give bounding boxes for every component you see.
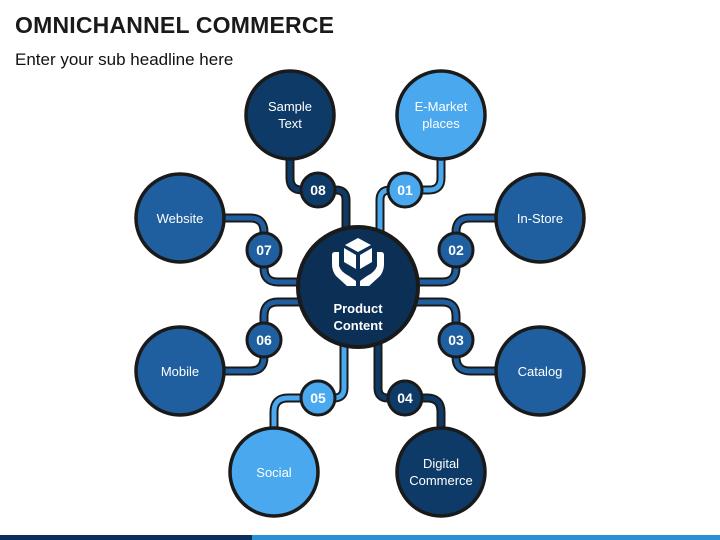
number-badge-03: 03	[437, 321, 475, 359]
node-circle	[244, 69, 336, 161]
node-circle	[134, 325, 226, 417]
page-title: OMNICHANNEL COMMERCE	[15, 12, 335, 38]
badge-number: 04	[397, 390, 413, 406]
node-label-line2: Text	[278, 116, 302, 131]
node-website: Website	[134, 172, 226, 264]
number-badge-08: 08	[299, 171, 337, 209]
number-badge-05: 05	[299, 379, 337, 417]
badge-number: 08	[310, 182, 326, 198]
bottom-accent-bar	[0, 535, 720, 540]
node-label-line1: Social	[256, 465, 292, 480]
page-subtitle: Enter your sub headline here	[15, 50, 234, 69]
badge-number: 05	[310, 390, 326, 406]
number-badge-07: 07	[245, 231, 283, 269]
node-label-line1: Sample	[268, 99, 312, 114]
number-badge-01: 01	[386, 171, 424, 209]
node-label-line1: In-Store	[517, 211, 563, 226]
node-circle	[395, 69, 487, 161]
hands-holding-box-icon	[332, 238, 384, 286]
badge-number: 06	[256, 332, 272, 348]
number-badge-04: 04	[386, 379, 424, 417]
node-circle	[134, 172, 226, 264]
badge-number: 02	[448, 242, 464, 258]
badge-number: 07	[256, 242, 272, 258]
number-badge-02: 02	[437, 231, 475, 269]
node-label-line1: Website	[157, 211, 204, 226]
node-e-market: E-Market places	[395, 69, 487, 161]
node-label-line1: Mobile	[161, 364, 199, 379]
outer-nodes: E-Market placesIn-StoreCatalogDigitalComm…	[134, 69, 586, 518]
node-label-line2: places	[422, 116, 460, 131]
node-label-line1: Catalog	[518, 364, 563, 379]
node-label-line1: E-Market	[415, 99, 468, 114]
node-circle	[395, 426, 487, 518]
node-circle	[494, 172, 586, 264]
node-catalog: Catalog	[494, 325, 586, 417]
node-circle	[228, 426, 320, 518]
badge-number: 01	[397, 182, 413, 198]
node-mobile: Mobile	[134, 325, 226, 417]
node-social: Social	[228, 426, 320, 518]
number-badges: 01 02 03 04 05 06 07 08	[245, 171, 475, 417]
badge-number: 03	[448, 332, 464, 348]
center-label-line2: Content	[333, 318, 383, 333]
center-label-line1: Product	[333, 301, 383, 316]
node-label-line1: Digital	[423, 456, 459, 471]
node-circle	[494, 325, 586, 417]
center-node: Product Content	[296, 225, 420, 349]
node-label-line2: Commerce	[409, 473, 473, 488]
node-in-store: In-Store	[494, 172, 586, 264]
number-badge-06: 06	[245, 321, 283, 359]
center-circle	[296, 225, 420, 349]
